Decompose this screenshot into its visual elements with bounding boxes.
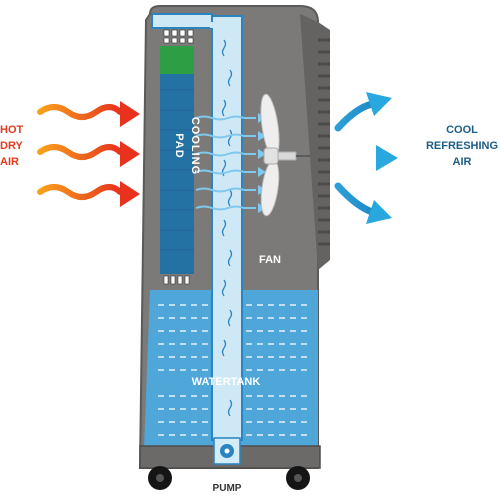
hot-air-arrows [37, 104, 123, 200]
fan-blade-icon [260, 93, 310, 217]
hot-dry-air-label: HOT DRY AIR [0, 122, 28, 170]
hot-air-arrowheads [120, 101, 140, 207]
cool-label-line3: AIR [452, 156, 472, 168]
hot-label-line2: DRY [0, 140, 23, 152]
cool-refreshing-air-label: COOL REFRESHING AIR [424, 122, 500, 170]
side-vents [318, 38, 330, 246]
water-tank-label: WATERTANK [191, 376, 261, 388]
wheel-icon [294, 474, 302, 482]
cool-air-arrowheads [366, 92, 398, 224]
hot-label-line3: AIR [0, 156, 19, 168]
cool-air-arrows [334, 100, 384, 216]
water-pipe [210, 15, 243, 441]
pump-icon [213, 437, 241, 465]
hot-label-line1: HOT [0, 124, 24, 136]
cool-label-line1: COOL [446, 124, 478, 136]
fan-label: FAN [259, 254, 281, 266]
cool-label-line2: REFRESHING [425, 140, 499, 152]
internal-airflow [195, 115, 256, 211]
cooling-pad-label: COOLING PAD [173, 116, 201, 176]
cooling-pad [160, 46, 194, 285]
wheel-icon [156, 474, 164, 482]
pump-label: PUMP [212, 483, 242, 494]
